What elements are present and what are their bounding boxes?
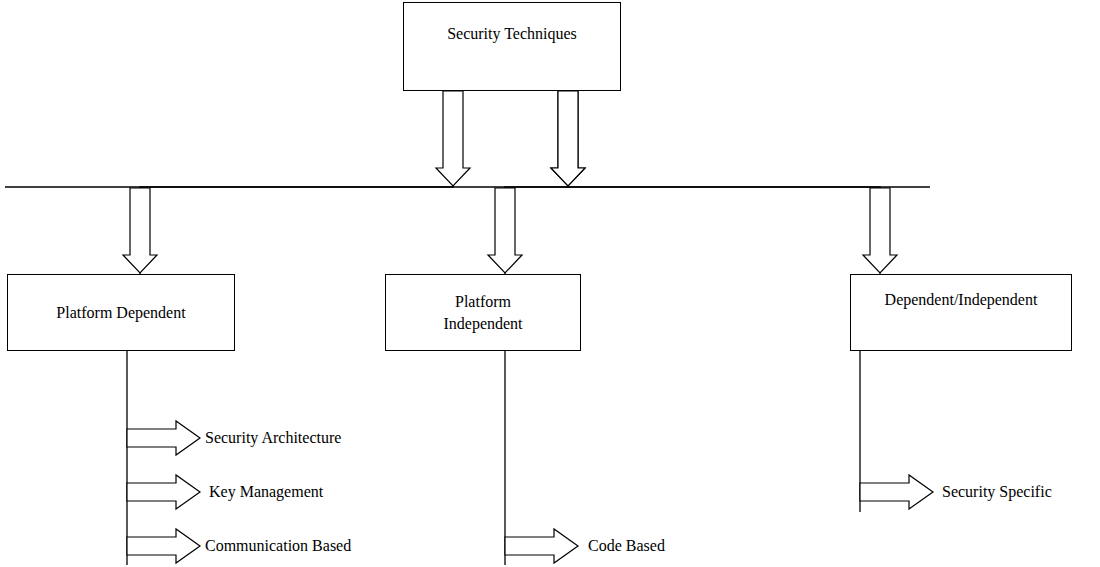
block-arrow (551, 91, 585, 186)
category-box: Platform Dependent (7, 274, 235, 351)
connector (140, 91, 453, 274)
branch-label: Code Based (588, 537, 665, 555)
node-label: Security Techniques (447, 23, 577, 45)
block-arrow (127, 475, 200, 509)
connector (568, 91, 880, 274)
arrowhead (488, 188, 522, 273)
block-arrow (860, 475, 933, 509)
branch-label: Key Management (209, 483, 323, 501)
category-box: Platform Independent (385, 274, 581, 351)
branch-line (504, 351, 505, 565)
block-arrow (551, 91, 585, 186)
block-arrow (127, 529, 200, 563)
node-label: Platform Dependent (56, 302, 185, 324)
connector-group (488, 91, 585, 274)
branch-label: Security Architecture (205, 429, 341, 447)
node-label: Dependent/Independent (885, 289, 1038, 311)
root-box: Security Techniques (403, 2, 621, 91)
connector-group (123, 91, 470, 274)
connector-group (551, 91, 897, 274)
branch-label: Security Specific (942, 483, 1052, 501)
arrowhead (123, 188, 157, 273)
block-arrow (505, 529, 578, 563)
block-arrow (436, 91, 470, 186)
node-label: Platform Independent (428, 291, 538, 334)
category-box: Dependent/Independent (850, 274, 1072, 351)
branch-line (126, 351, 127, 565)
branch-label: Communication Based (205, 537, 351, 555)
block-arrow (127, 421, 200, 455)
arrowhead (863, 188, 897, 273)
